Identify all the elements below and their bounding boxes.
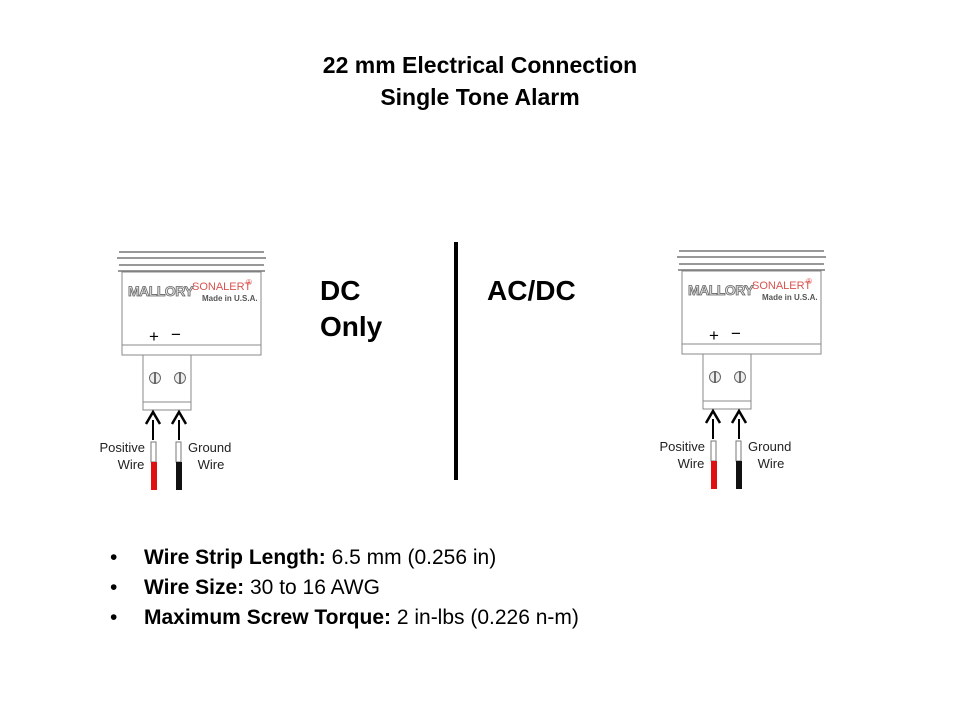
screw-icon xyxy=(734,371,746,383)
positive-wire xyxy=(711,461,717,489)
ac-dc-label: AC/DC xyxy=(487,275,576,306)
title-line-2: Single Tone Alarm xyxy=(380,84,580,110)
spec-label: Maximum Screw Torque: xyxy=(144,606,391,629)
ground-label-2: Wire xyxy=(197,457,225,472)
arrow-up-icon xyxy=(144,409,162,440)
sonalert-diagram-dc xyxy=(117,251,266,490)
sonalert-logo: SONALERT xyxy=(752,280,812,292)
positive-label-2: Wire xyxy=(117,457,145,472)
spec-item: Wire Strip Length: 6.5 mm (0.256 in) xyxy=(110,543,579,573)
dc-only-label: DC Only xyxy=(320,273,382,345)
made-in-usa: Made in U.S.A. xyxy=(202,294,258,303)
made-in-usa: Made in U.S.A. xyxy=(762,293,818,302)
positive-label-2: Wire xyxy=(677,456,705,471)
ground-label-1: Ground xyxy=(748,439,792,454)
spec-value: 6.5 mm (0.256 in) xyxy=(325,546,497,569)
arrow-up-icon xyxy=(704,408,722,439)
spec-value: 30 to 16 AWG xyxy=(244,576,380,599)
housing-rim xyxy=(677,250,826,271)
sonalert-diagram-acdc xyxy=(677,250,826,489)
ground-wire xyxy=(736,461,742,489)
acdc-diagram-labels: MALLORY SONALERT ® Made in U.S.A. + − Po… xyxy=(560,0,960,719)
registered-mark: ® xyxy=(246,278,252,287)
mallory-logo: MALLORY xyxy=(688,282,755,298)
registered-mark: ® xyxy=(806,277,812,286)
only-label: Only xyxy=(320,311,383,342)
ground-label-2: Wire xyxy=(757,456,785,471)
spec-label: Wire Strip Length: xyxy=(144,546,326,569)
sonalert-logo: SONALERT xyxy=(192,281,252,293)
housing-body xyxy=(121,271,262,346)
screw-icon xyxy=(149,372,161,384)
minus-sign: − xyxy=(171,325,181,344)
arrow-up-icon xyxy=(730,408,748,439)
arrow-up-icon xyxy=(170,409,188,440)
spec-label: Wire Size: xyxy=(144,576,245,599)
title-line-1: 22 mm Electrical Connection xyxy=(322,52,638,78)
ground-label-1: Ground xyxy=(188,440,232,455)
housing-rim xyxy=(117,251,266,272)
mallory-logo: MALLORY xyxy=(128,283,195,299)
positive-label-1: Positive xyxy=(99,440,145,455)
minus-sign: − xyxy=(731,324,741,343)
spec-item: Maximum Screw Torque: 2 in-lbs (0.226 n-… xyxy=(110,603,579,633)
ground-wire xyxy=(176,462,182,490)
positive-wire xyxy=(151,462,157,490)
screw-icon xyxy=(709,371,721,383)
screw-icon xyxy=(174,372,186,384)
housing-body xyxy=(681,270,822,345)
plus-sign: + xyxy=(709,326,719,345)
spec-item: Wire Size: 30 to 16 AWG xyxy=(110,573,579,603)
dc-label: DC xyxy=(320,275,361,306)
plus-sign: + xyxy=(149,327,159,346)
positive-label-1: Positive xyxy=(659,439,705,454)
spec-value: 2 in-lbs (0.226 n-m) xyxy=(391,606,579,629)
spec-list: Wire Strip Length: 6.5 mm (0.256 in) Wir… xyxy=(110,543,579,633)
